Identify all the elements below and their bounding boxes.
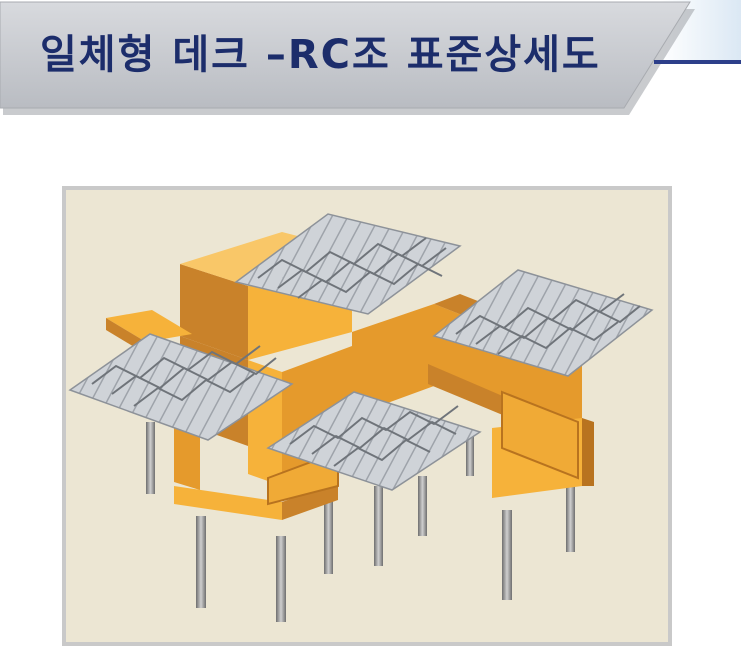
truss-reinforcement (91, 237, 641, 467)
page-title: 일체형 데크 –RC조 표준상세도 (40, 32, 601, 78)
title-banner-shape (0, 0, 741, 115)
deck-panel-left (68, 333, 294, 441)
rc-deck-diagram (62, 186, 672, 650)
deck-panel-front (266, 391, 482, 491)
diagram-illustration (68, 213, 654, 622)
title-banner: 일체형 데크 –RC조 표준상세도 (0, 0, 741, 120)
